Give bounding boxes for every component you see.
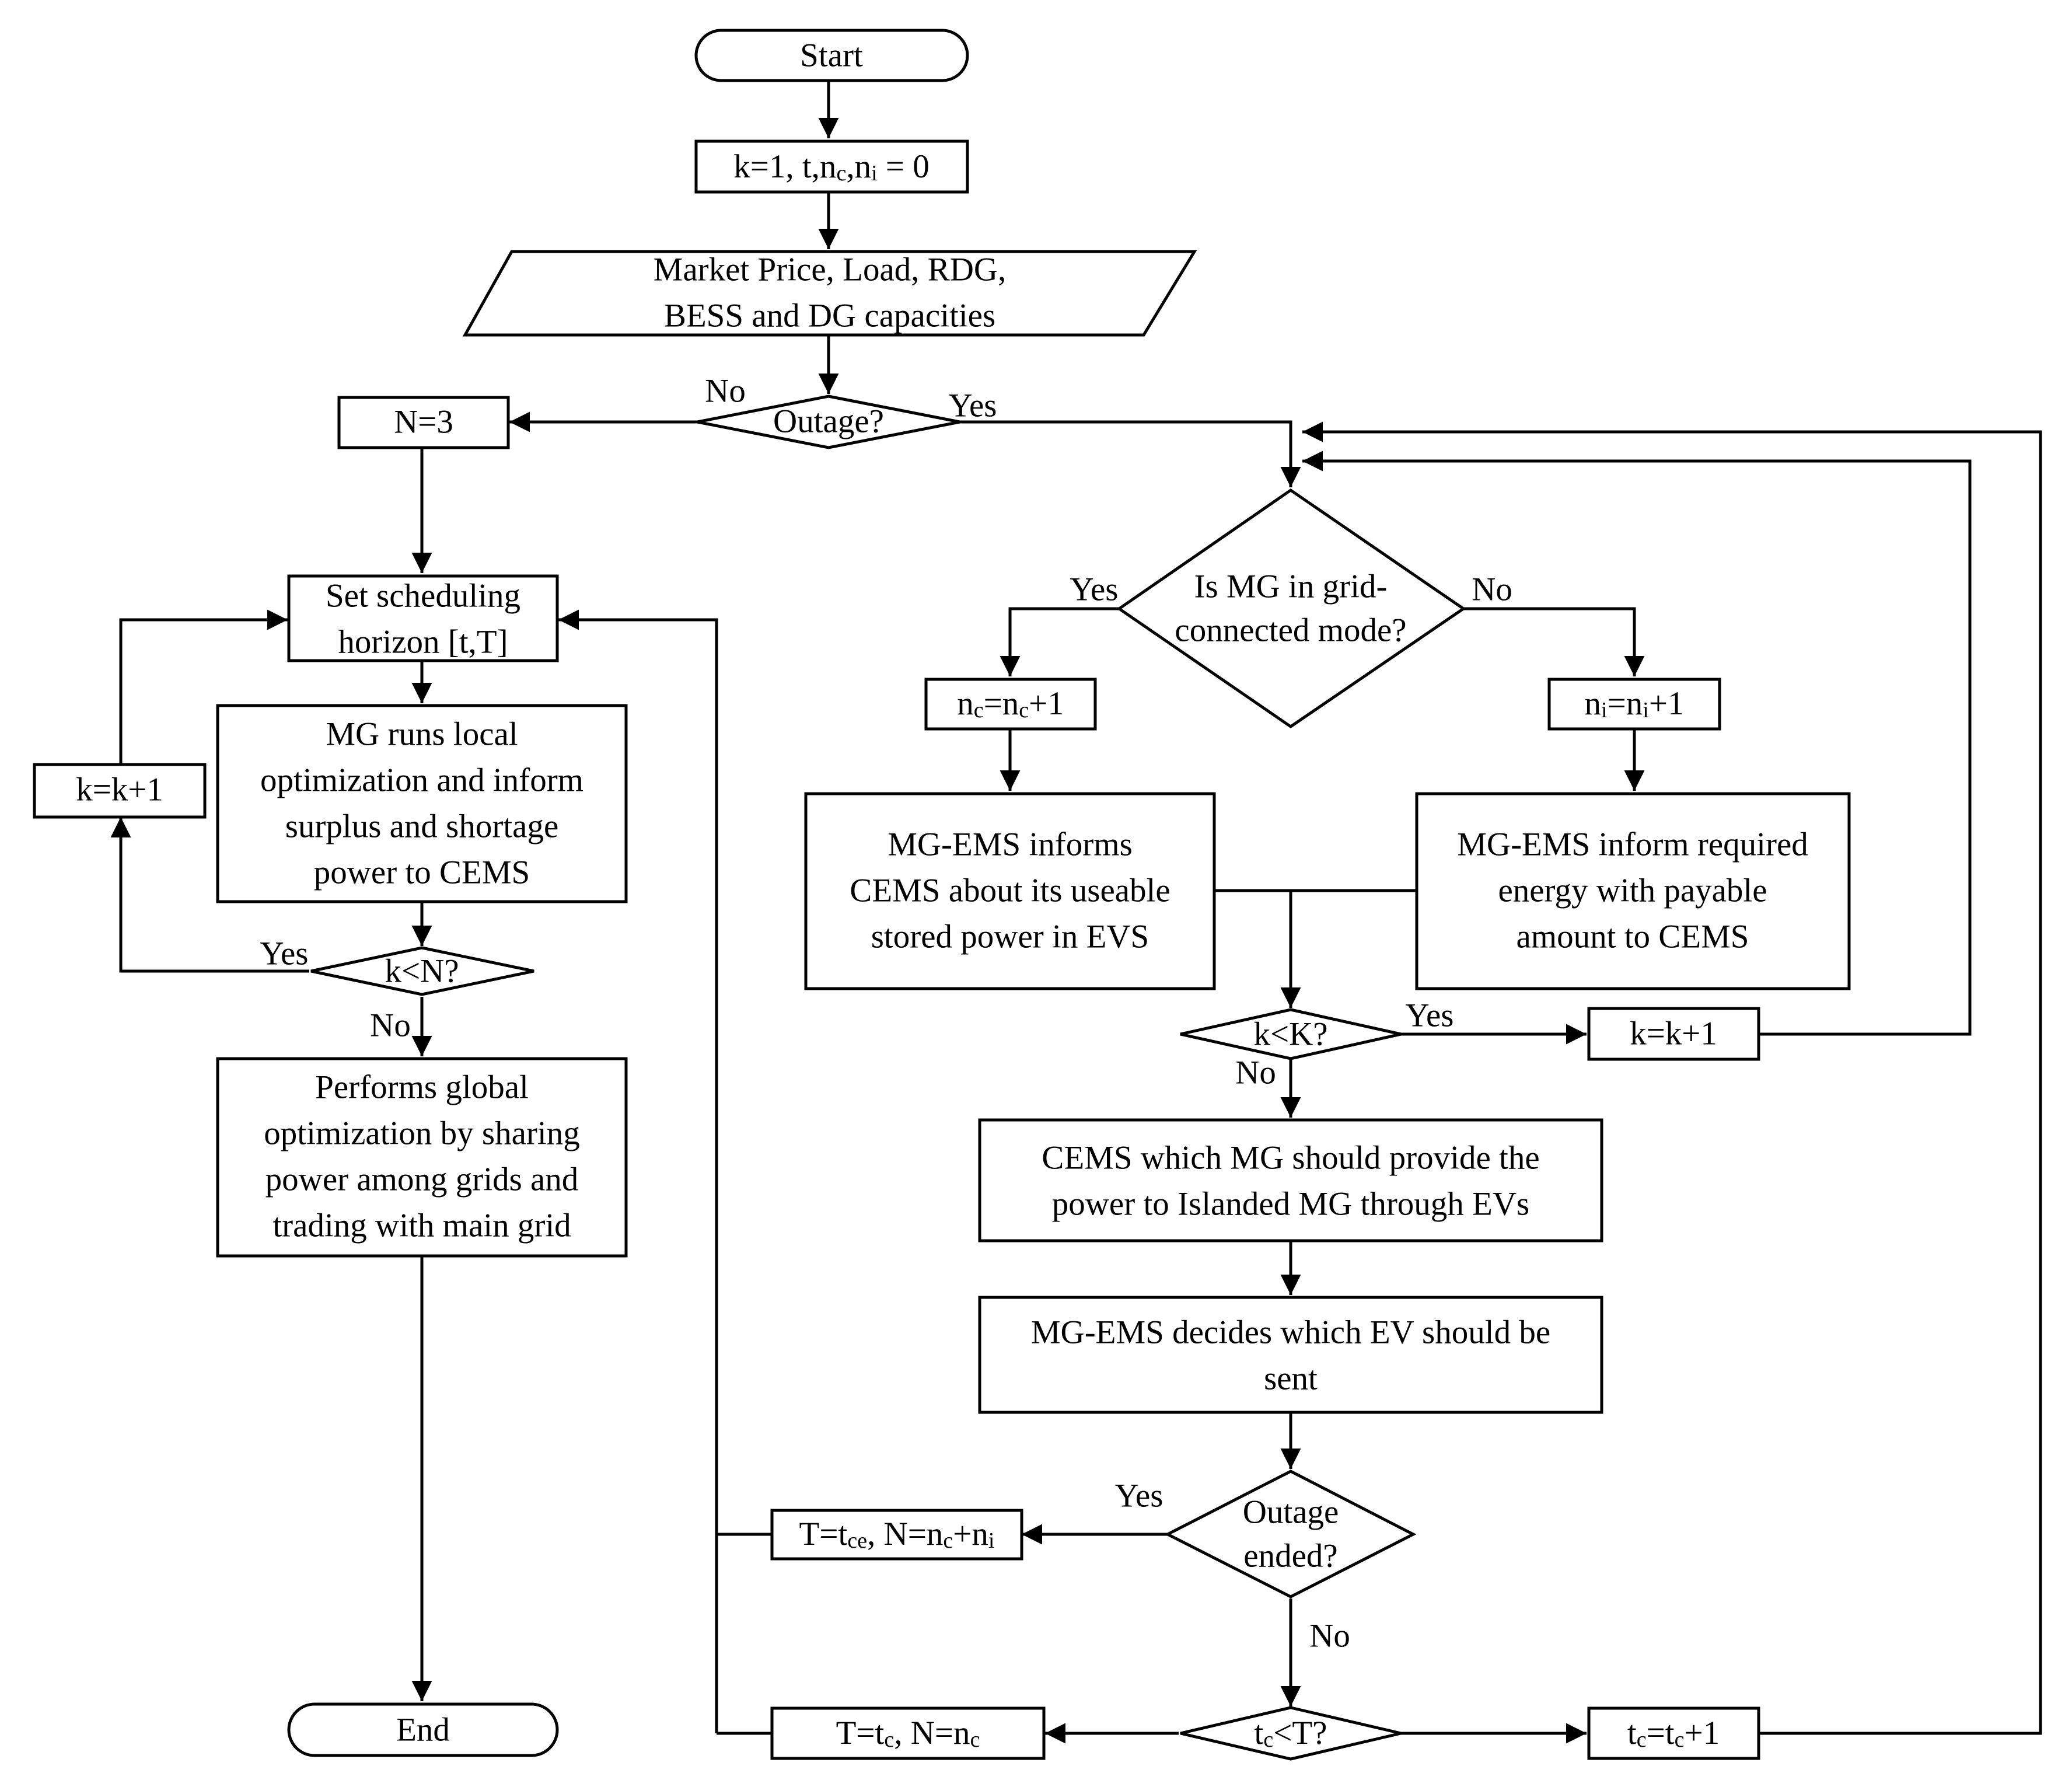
- k-less-than-K-yes-label: Yes: [1406, 997, 1454, 1034]
- global-optimization-node: Performs global optimization by sharing …: [216, 1057, 628, 1258]
- t-update-ended-node: T=tce, N=nc+ni: [770, 1509, 1023, 1561]
- k-less-than-N-yes-label: Yes: [260, 936, 309, 972]
- svg-text:energy with payable: energy with payable: [1498, 872, 1767, 909]
- svg-text:power among grids and: power among grids and: [265, 1161, 579, 1198]
- svg-text:MG-EMS decides which EV should: MG-EMS decides which EV should be: [1031, 1314, 1550, 1351]
- svg-text:horizon [t,T]: horizon [t,T]: [338, 624, 508, 661]
- nc-increment-node: nc=nc+1: [924, 678, 1097, 731]
- svg-text:Market Price, Load, RDG,: Market Price, Load, RDG,: [654, 252, 1007, 288]
- svg-text:N=3: N=3: [394, 404, 453, 441]
- svg-text:tc=tc+1: tc=tc+1: [1627, 1715, 1720, 1753]
- outage-no-label: No: [705, 373, 746, 410]
- local-optimization-node: MG runs local optimization and inform su…: [216, 704, 628, 903]
- svg-text:Performs global: Performs global: [315, 1069, 529, 1106]
- svg-text:MG-EMS informs: MG-EMS informs: [887, 826, 1133, 863]
- k-less-than-N-decision: k<N?: [310, 946, 534, 996]
- k-increment-left-node: k=k+1: [33, 763, 207, 819]
- svg-text:stored power in EVS: stored power in EVS: [871, 919, 1149, 955]
- svg-text:optimization by sharing: optimization by sharing: [264, 1115, 579, 1152]
- k-increment-right-node: k=k+1: [1587, 1007, 1760, 1061]
- svg-text:power to CEMS: power to CEMS: [314, 854, 530, 891]
- svg-text:End: End: [396, 1712, 450, 1748]
- outage-yes-label: Yes: [949, 388, 997, 424]
- grid-mode-yes-label: Yes: [1070, 571, 1119, 608]
- k-less-than-N-no-label: No: [370, 1007, 411, 1044]
- svg-text:k=k+1: k=k+1: [76, 772, 163, 808]
- svg-text:Start: Start: [800, 37, 863, 74]
- input-data-node: Market Price, Load, RDG, BESS and DG cap…: [462, 250, 1197, 337]
- svg-text:CEMS about its useable: CEMS about its useable: [850, 872, 1170, 909]
- svg-text:sent: sent: [1264, 1360, 1318, 1397]
- svg-text:connected mode?: connected mode?: [1175, 612, 1406, 649]
- n-equals-3-node: N=3: [337, 396, 510, 449]
- svg-text:T=tc, N=nc: T=tc, N=nc: [836, 1715, 980, 1753]
- svg-text:CEMS which MG should provide t: CEMS which MG should provide the: [1042, 1140, 1539, 1177]
- svg-text:surplus and shortage: surplus and shortage: [285, 808, 559, 845]
- svg-text:k<N?: k<N?: [385, 953, 459, 990]
- svg-text:optimization and inform: optimization and inform: [260, 762, 583, 799]
- init-node: k=1, t,nc,ni = 0: [694, 139, 969, 194]
- cems-decision-node: CEMS which MG should provide the power t…: [978, 1118, 1603, 1242]
- grid-mode-no-label: No: [1472, 571, 1512, 608]
- svg-text:k=k+1: k=k+1: [1630, 1015, 1717, 1052]
- end-node: End: [287, 1702, 559, 1757]
- grid-mode-decision: Is MG in grid- connected mode?: [1116, 488, 1466, 729]
- svg-text:MG runs local: MG runs local: [326, 716, 518, 753]
- svg-text:amount to CEMS: amount to CEMS: [1516, 919, 1749, 955]
- svg-text:Is MG in grid-: Is MG in grid-: [1194, 568, 1388, 605]
- ems-decision-node: MG-EMS decides which EV should be sent: [978, 1296, 1603, 1414]
- svg-text:Set scheduling: Set scheduling: [326, 578, 520, 615]
- outage-ended-yes-label: Yes: [1115, 1478, 1163, 1514]
- islanded-inform-node: MG-EMS inform required energy with payab…: [1415, 792, 1851, 990]
- outage-decision: Outage?: [697, 395, 960, 449]
- svg-text:BESS and DG capacities: BESS and DG capacities: [664, 298, 995, 334]
- svg-text:k=1, t,nc,ni = 0: k=1, t,nc,ni = 0: [733, 148, 930, 186]
- svg-text:T=tce, N=nc+ni: T=tce, N=nc+ni: [799, 1516, 995, 1554]
- svg-text:MG-EMS inform required: MG-EMS inform required: [1457, 826, 1808, 863]
- outage-ended-no-label: No: [1309, 1618, 1350, 1655]
- k-less-than-K-decision: k<K?: [1180, 1008, 1402, 1060]
- svg-text:ended?: ended?: [1243, 1538, 1337, 1575]
- svg-text:tc<T?: tc<T?: [1255, 1715, 1327, 1753]
- set-horizon-node: Set scheduling horizon [t,T]: [287, 574, 559, 662]
- ni-increment-node: ni=ni+1: [1547, 678, 1721, 731]
- svg-text:Outage?: Outage?: [773, 403, 884, 440]
- svg-text:nc=nc+1: nc=nc+1: [957, 685, 1064, 723]
- k-less-than-K-no-label: No: [1235, 1055, 1276, 1091]
- tc-increment-node: tc=tc+1: [1587, 1706, 1760, 1760]
- svg-text:k<K?: k<K?: [1253, 1016, 1327, 1053]
- start-node: Start: [694, 29, 969, 82]
- tc-less-than-T-decision: tc<T?: [1180, 1706, 1402, 1761]
- t-update-continue-node: T=tc, N=nc: [770, 1706, 1046, 1760]
- svg-text:Outage: Outage: [1243, 1494, 1339, 1531]
- outage-ended-decision: Outage ended?: [1164, 1470, 1417, 1598]
- svg-text:ni=ni+1: ni=ni+1: [1585, 685, 1685, 723]
- svg-text:trading with main grid: trading with main grid: [272, 1207, 571, 1244]
- connected-inform-node: MG-EMS informs CEMS about its useable st…: [804, 792, 1216, 990]
- svg-text:power to Islanded MG through E: power to Islanded MG through EVs: [1052, 1186, 1529, 1223]
- connectors: [110, 81, 2042, 1744]
